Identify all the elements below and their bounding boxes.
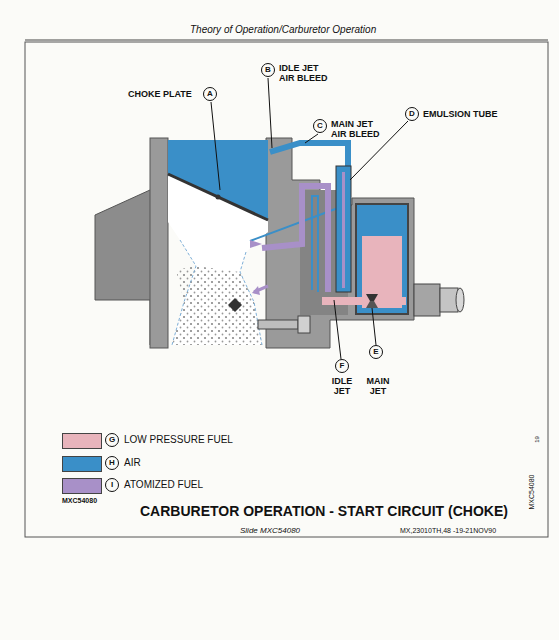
callout-letter: E xyxy=(369,345,383,359)
page-header: Theory of Operation/Carburetor Operation xyxy=(190,24,376,36)
part-label: CHOKE PLATE xyxy=(128,89,192,99)
figure-id: MXC54080 xyxy=(62,497,97,505)
legend-text: LOW PRESSURE FUEL xyxy=(124,434,233,446)
callout-letter: F xyxy=(335,359,349,373)
callout-letter: C xyxy=(313,119,327,133)
callout-letter: B xyxy=(261,63,275,77)
part-label: MAIN JET AIR BLEED xyxy=(331,119,385,140)
slide-id: Slide MXC54080 xyxy=(240,526,300,535)
callout-letter: G xyxy=(105,433,119,447)
diagram-title: CARBURETOR OPERATION - START CIRCUIT (CH… xyxy=(140,503,508,519)
part-label: MAIN JET xyxy=(367,376,390,397)
legend-swatch xyxy=(62,456,102,472)
part-label: IDLE JET xyxy=(332,376,353,397)
legend-text: ATOMIZED FUEL xyxy=(124,479,203,491)
callout-letter: D xyxy=(405,107,419,121)
figure-id: MXC54080 xyxy=(528,475,536,510)
callout-letter: H xyxy=(105,456,119,470)
document-code: MX,23010TH,48 -19-21NOV90 xyxy=(400,527,496,535)
part-label: IDLE JET AIR BLEED xyxy=(279,63,333,84)
legend-swatch xyxy=(62,478,102,494)
page-number: 19 xyxy=(534,436,541,443)
legend-swatch xyxy=(62,433,102,449)
legend-text: AIR xyxy=(124,457,141,469)
callout-letter: I xyxy=(105,478,119,492)
callout-letter: A xyxy=(203,87,217,101)
part-label: EMULSION TUBE xyxy=(423,109,498,119)
